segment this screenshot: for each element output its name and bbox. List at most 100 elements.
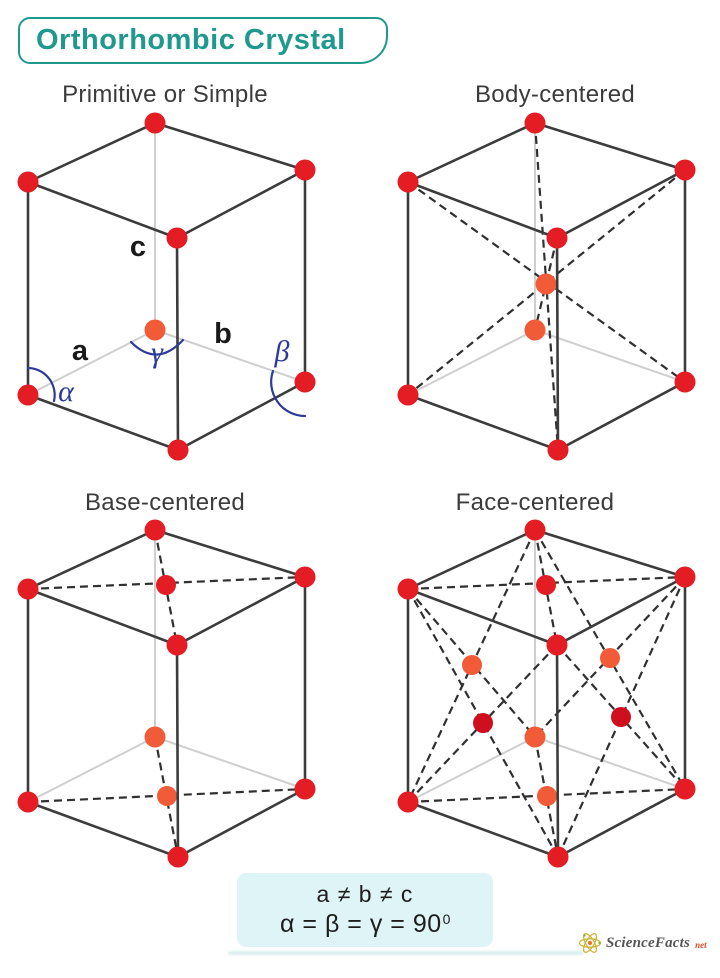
corner-atom [17,791,39,813]
face-atom [157,786,177,806]
angle-arc [270,369,307,418]
hidden-corner-atom [524,319,546,341]
cube-edge [27,329,156,396]
cube-edge [555,168,687,240]
formula-angles-base: α = β = γ = 90 [280,910,442,938]
cube-edge [406,587,559,647]
corner-atom [524,112,546,134]
diagonal-bond [533,736,560,858]
formula-lattice-constants: a ≠ b ≠ c [316,881,414,907]
corner-atom [17,171,39,193]
corner-atom [674,566,696,588]
interior-atoms [144,319,166,341]
corner-atom [17,384,39,406]
corner-atom [166,634,188,656]
cube-edge [556,380,687,452]
angle-arc [26,366,56,403]
cut-off-caption-remnant [228,951,583,955]
diagonal-bond [533,237,559,331]
face-atom [473,713,493,733]
cube-edge [176,380,307,452]
base-centered-cell-diagram [17,519,316,868]
center-atom [535,273,557,295]
cube-edge [555,575,687,647]
cube-edge [406,121,537,184]
angle-label-alpha: α [58,375,75,408]
cube-edge [26,528,157,591]
cube-edge [153,121,307,172]
formula-angles: α = β = γ = 900 [280,910,450,939]
corner-atom [167,846,189,868]
face-atom [462,655,482,675]
logo-brand-text: ScienceFacts [606,934,691,951]
sciencefacts-logo: ScienceFacts net [578,928,707,958]
face-atom [536,575,556,595]
hidden-corner-atom [144,726,166,748]
corner-atom [546,634,568,656]
corner-atom [546,227,568,249]
corner-atom [17,578,39,600]
interior-atoms [524,273,557,341]
solid-edges [406,121,687,452]
cube-edge [406,800,560,859]
corner-atom [674,371,696,393]
cube-edge [154,329,306,383]
corner-atom [524,519,546,541]
interior-atoms [462,575,631,806]
atom-icon [578,933,602,953]
solid-edges [406,528,687,859]
corner-atom [674,778,696,800]
cell-label-primitive: Primitive or Simple [62,81,268,108]
corner-atom [294,371,316,393]
cube-edge [175,168,307,240]
cube-edge [26,393,180,452]
cube-edge [556,787,687,859]
cube-edge [555,236,560,452]
cube-edge [406,180,559,240]
cell-label-face-centered: Face-centered [455,489,615,516]
corner-atom [397,171,419,193]
angle-label-beta: β [274,335,290,368]
cube-edge [26,121,157,184]
cube-edge [555,643,560,859]
corner-atom [397,384,419,406]
cube-edge [26,180,179,240]
corner-atom [144,112,166,134]
corner-atoms [397,112,696,461]
face-atom [537,786,557,806]
face-centered-cell-diagram [397,519,696,868]
formula-box: a ≠ b ≠ c α = β = γ = 900 [237,873,493,947]
page-title: Orthorhombic Crystal [36,24,346,56]
diagonal-bond [153,736,180,858]
edge-label-b: b [214,318,232,350]
corner-atom [397,791,419,813]
corner-atoms [17,112,316,461]
cube-edge [407,329,536,396]
corner-atom [397,578,419,600]
corner-atom [144,519,166,541]
corner-atom [166,227,188,249]
corner-atom [294,778,316,800]
cube-edge [26,587,179,647]
angle-label-gamma: γ [151,336,164,369]
edge-label-a: a [72,335,89,367]
diagonal-bond [27,787,306,804]
cube-edge [533,528,687,579]
corner-atom [674,159,696,181]
cube-edge [533,121,687,172]
hidden-edges [407,529,686,803]
corner-atom [547,439,569,461]
cube-edge [175,575,307,647]
corner-atom [294,566,316,588]
diagonal-bond [27,575,306,591]
hidden-edges [27,529,306,803]
hidden-edges [407,122,686,396]
corner-atoms [17,519,316,868]
body-centered-cell-diagram [397,112,696,461]
cube-edge [407,736,536,803]
hidden-edges [27,122,306,396]
formula-angles-superscript: 0 [442,911,451,927]
